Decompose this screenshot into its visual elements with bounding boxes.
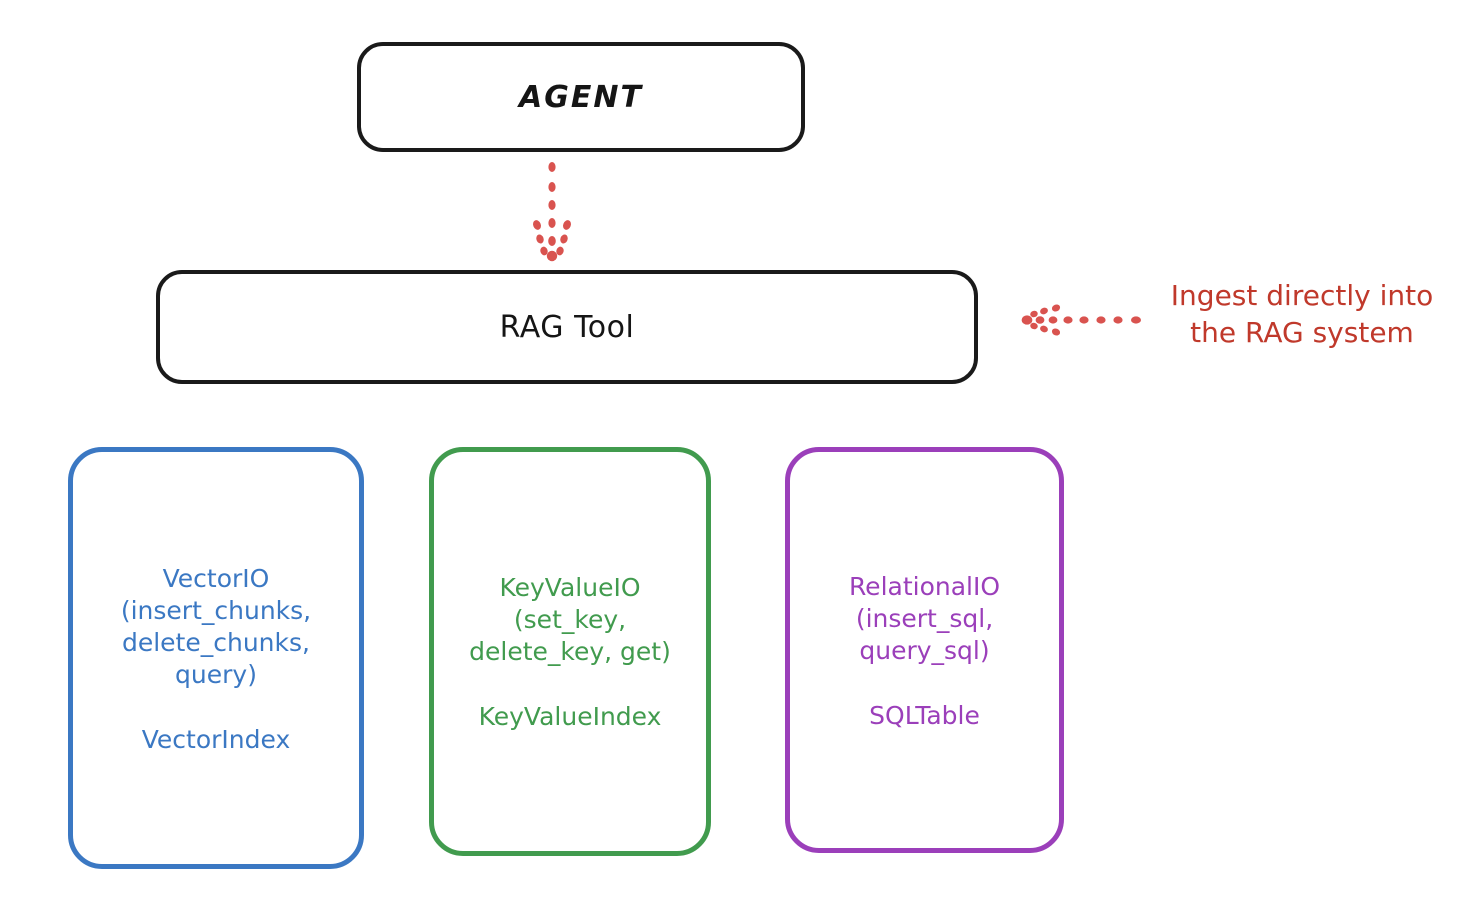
arrow-annotation-to-ragtool-icon [1021, 304, 1141, 336]
node-agent[interactable]: AGENT [357, 42, 805, 152]
relational-store-api-label: RelationalIO (insert_sql, query_sql) [848, 571, 1001, 665]
node-rag-tool[interactable]: RAG Tool [156, 270, 978, 384]
node-agent-label: AGENT [519, 79, 643, 115]
node-rag-tool-label: RAG Tool [499, 309, 635, 345]
node-relational-store[interactable]: RelationalIO (insert_sql, query_sql) SQL… [785, 447, 1064, 853]
arrow-agent-to-ragtool-icon [533, 162, 571, 262]
relational-store-index-label: SQLTable [869, 700, 980, 730]
node-keyvalue-store[interactable]: KeyValueIO (set_key, delete_key, get) Ke… [429, 447, 711, 856]
keyvalue-store-index-label: KeyValueIndex [478, 702, 662, 731]
keyvalue-store-api-label: KeyValueIO (set_key, delete_key, get) [469, 573, 671, 666]
node-vector-store[interactable]: VectorIO (insert_chunks, delete_chunks, … [68, 447, 364, 869]
annotation-ingest: Ingest directly into the RAG system [1170, 279, 1434, 349]
vector-store-index-label: VectorIndex [141, 724, 291, 754]
vector-store-api-label: VectorIO (insert_chunks, delete_chunks, … [120, 563, 312, 689]
